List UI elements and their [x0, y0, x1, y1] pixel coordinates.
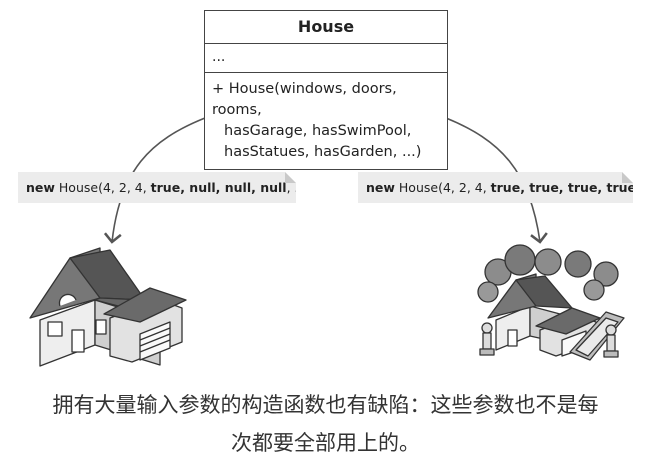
constructor-line-1: + House(windows, doors, rooms, [212, 81, 397, 118]
class-fields: ... [205, 44, 447, 73]
new-keyword: new [366, 180, 395, 195]
arrow-left [103, 117, 206, 244]
note-luxury-house-call: new House(4, 2, 4, true, true, true, tru… [358, 172, 633, 203]
simple-house-illustration [29, 247, 187, 367]
class-name: House [205, 11, 447, 44]
call-args: House(4, 2, 4, [54, 180, 151, 195]
constructor-line-2: hasGarage, hasSwimPool, [224, 123, 412, 139]
luxury-house-illustration [477, 244, 625, 361]
constructor-line-3: hasStatues, hasGarden, ...) [224, 144, 422, 160]
new-keyword: new [26, 180, 55, 195]
caption: 拥有大量输入参数的构造函数也有缺陷：这些参数也不是每 次都要全部用上的。 [0, 386, 651, 462]
class-methods: + House(windows, doors, rooms, hasGarage… [205, 73, 447, 169]
call-args: House(4, 2, 4, [394, 180, 491, 195]
house-class-box: House ... + House(windows, doors, rooms,… [204, 10, 448, 170]
note-simple-house-call: new House(4, 2, 4, true, null, null, nul… [18, 172, 296, 203]
arrow-right [445, 117, 548, 244]
call-args-bold: true, null, null, null [150, 180, 287, 195]
caption-line-1: 拥有大量输入参数的构造函数也有缺陷：这些参数也不是每 [52, 393, 599, 417]
caption-line-2: 次都要全部用上的。 [231, 431, 420, 455]
call-args-bold: true, true, true, true [490, 180, 637, 195]
